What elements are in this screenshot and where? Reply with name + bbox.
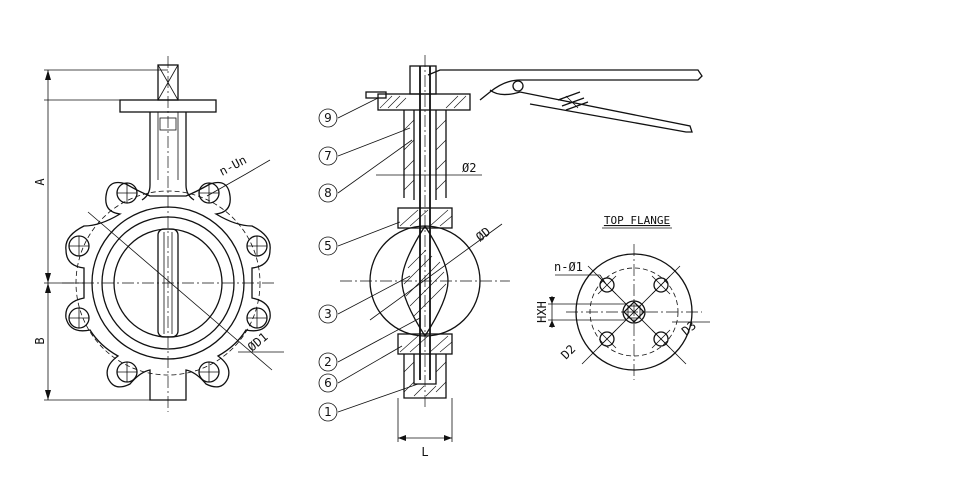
part-balloons: 9 7 8 5 3 2 6 1 <box>318 97 421 422</box>
hole-spec-label: n-Ø1 <box>554 260 583 274</box>
part-7: 7 <box>324 149 332 163</box>
top-flange-title: TOP FLANGE <box>604 214 670 227</box>
part-6: 6 <box>324 376 332 390</box>
face-length-label: L <box>421 445 428 459</box>
section-view: Ø2 ØD L 9 7 8 5 3 2 6 1 <box>318 55 703 459</box>
dim-a-label: A <box>33 178 47 186</box>
outer-dia-label: D3 <box>679 318 699 338</box>
part-5: 5 <box>324 239 332 253</box>
part-8: 8 <box>324 186 332 200</box>
dim-b-label: B <box>33 337 47 344</box>
part-3: 3 <box>324 307 332 321</box>
bolt-circle-label: ØD1 <box>245 330 271 355</box>
part-1: 1 <box>324 405 332 419</box>
part-2: 2 <box>324 355 332 369</box>
top-flange-view: TOP FLANGE n-Ø1 HXH D2 D3 <box>535 214 710 380</box>
pcd-label: D2 <box>558 342 578 362</box>
front-view: A B <box>33 56 284 412</box>
square-drive-label: HXH <box>535 301 549 323</box>
part-9: 9 <box>324 111 332 125</box>
bolt-holes <box>68 182 268 383</box>
stem-dia-label: Ø2 <box>462 161 476 175</box>
disc-dia-label: ØD <box>473 224 493 244</box>
